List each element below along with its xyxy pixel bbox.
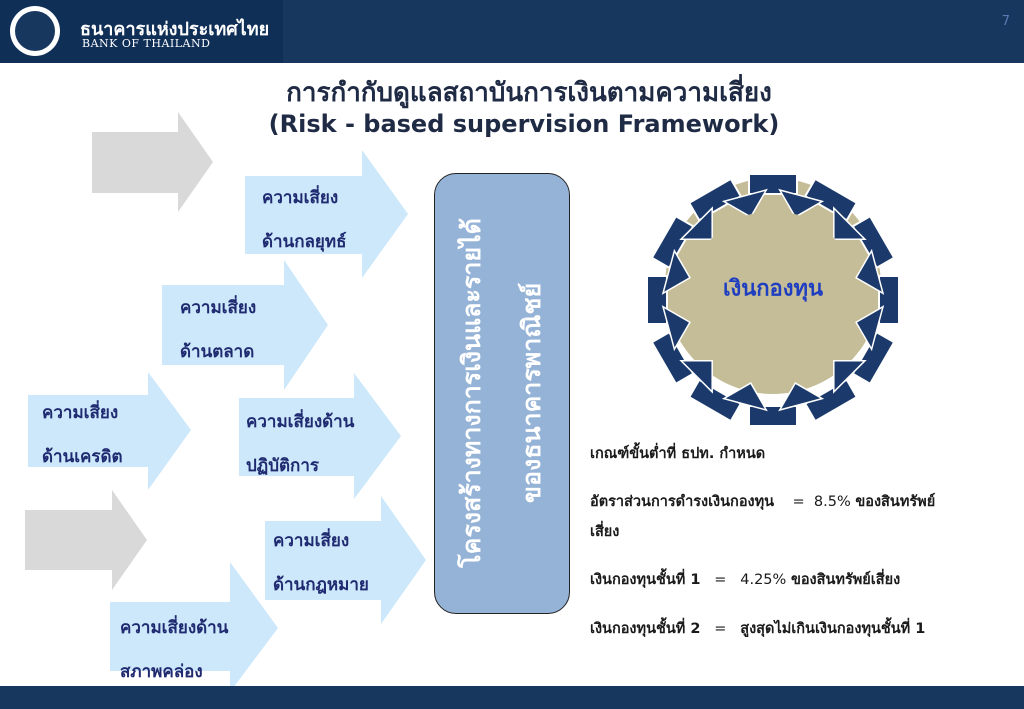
arrow-strategic — [245, 150, 408, 278]
arrow-liquidity — [110, 562, 278, 692]
brand-name-thai: ธนาคารแห่งประเทศไทย — [80, 19, 270, 40]
capital-gear-shape — [646, 173, 900, 427]
risk-operational-label: ความเสี่ยงด้านปฏิบัติการ — [246, 412, 355, 476]
arrow-operational — [239, 373, 401, 499]
arrow-credit — [28, 372, 191, 490]
criteria-tier2-line: เงินกองทุนชั้นที่ 2 = สูงสุดไม่เกินเงินก… — [590, 621, 926, 637]
logo-block: ธนาคารแห่งประเทศไทย BANK OF THAILAND — [0, 0, 283, 63]
page-number: 7 — [1001, 14, 1010, 29]
criteria-tier1-line: เงินกองทุนชั้นที่ 1 = 4.25% ของสินทรัพย์… — [590, 572, 901, 588]
arrow-market — [162, 260, 328, 390]
arrow-legal — [265, 496, 426, 624]
slide-title-thai: การกำกับดูแลสถาบันการเงินตามความเสี่ยง — [286, 78, 772, 108]
criteria-ratio-line: อัตราส่วนการดำรงเงินกองทุน = 8.5% ของสิน… — [590, 494, 936, 510]
criteria-heading: เกณฑ์ขั้นต่ำที่ ธปท. กำหนด — [590, 446, 766, 462]
capital-label: เงินกองทุน — [722, 276, 824, 302]
footer-bar — [0, 686, 1024, 709]
bank-seal-icon — [10, 6, 60, 56]
risk-strategic-label: ความเสี่ยงด้านกลยุทธ์ — [262, 188, 347, 252]
gray-arrow-top — [92, 112, 213, 212]
risk-legal-label: ความเสี่ยงด้านกฎหมาย — [273, 531, 369, 595]
criteria-ratio-cont: เสี่ยง — [590, 524, 620, 540]
brand-name-english: BANK OF THAILAND — [82, 37, 211, 50]
gray-arrow-bottom — [25, 490, 147, 590]
slide-title-english: (Risk - based supervision Framework) — [268, 110, 780, 138]
financial-structure-label: โครงสร้างทางการเงินและรายได้ ของธนาคารพา… — [457, 218, 546, 568]
financial-structure-box — [434, 173, 570, 614]
risk-market-label: ความเสี่ยงด้านตลาด — [180, 298, 257, 362]
risk-liquidity-label: ความเสี่ยงด้านสภาพคล่อง — [120, 618, 229, 682]
risk-credit-label: ความเสี่ยงด้านเครดิต — [42, 403, 123, 467]
